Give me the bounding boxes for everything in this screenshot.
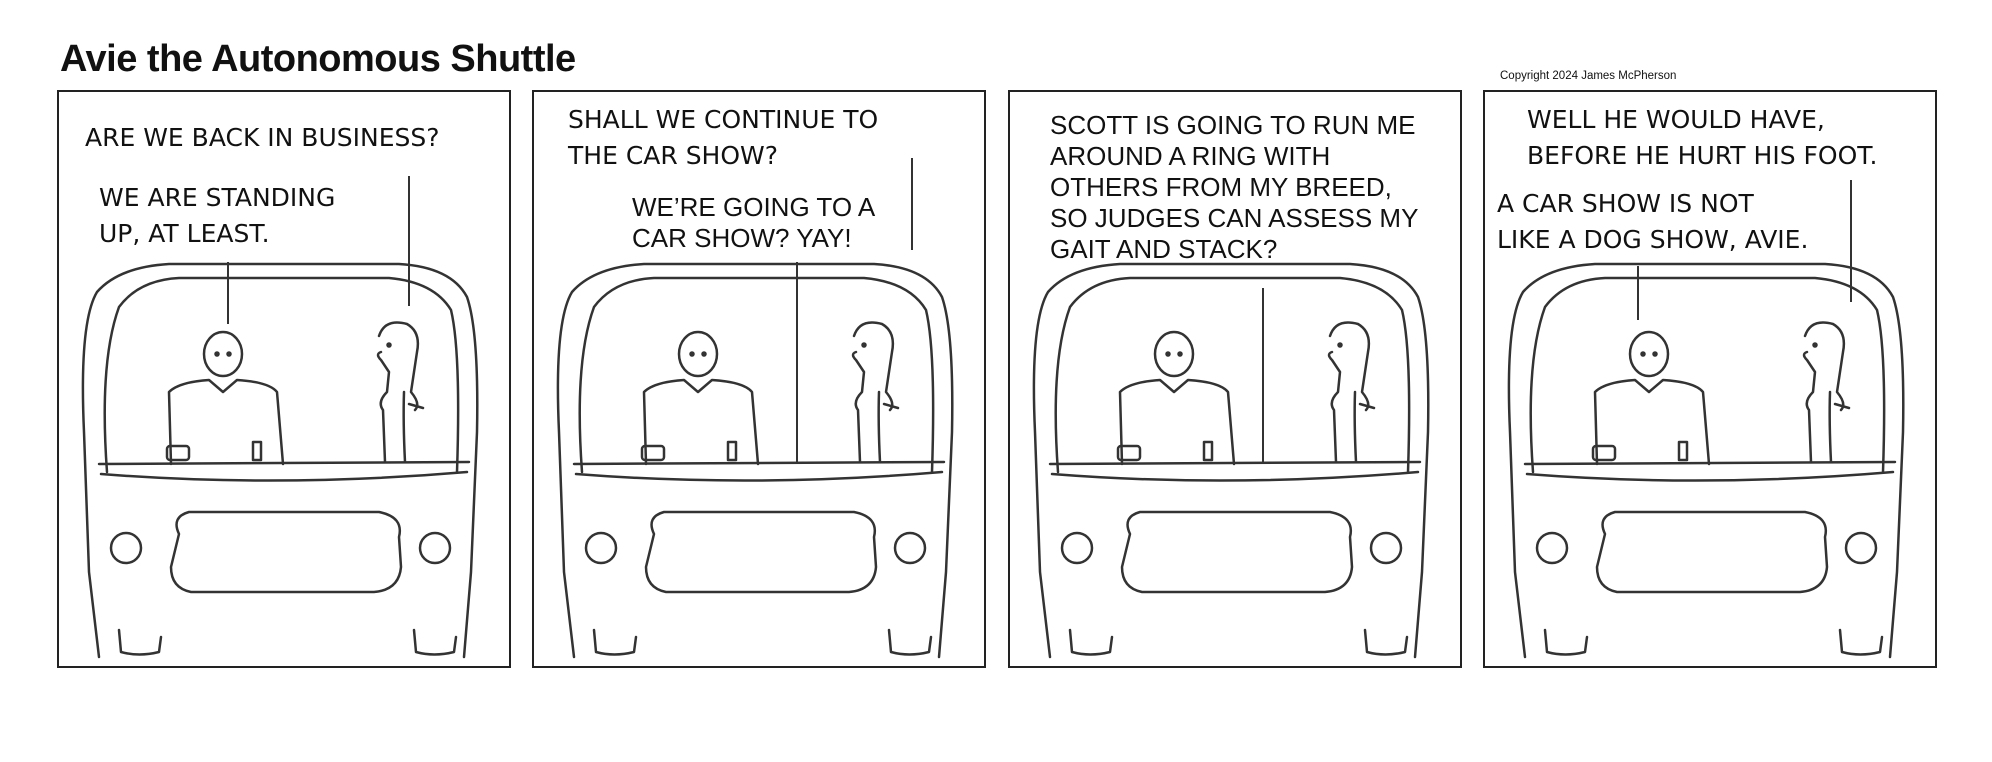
scott-figure [1116,330,1236,466]
speech-tail [1262,288,1264,462]
avie-figure [851,321,900,464]
shuttle-body [556,262,954,659]
grille [169,510,403,594]
wheel-left [1543,628,1589,656]
comic-panel-2: SHALL WE CONTINUE TO THE CAR SHOW? WE’RE… [532,90,986,668]
headlight-left [109,531,143,565]
shuttle-illustration [1032,262,1430,659]
speech-text-avie: ARE WE BACK IN BUSINESS? [85,123,440,152]
comic-panel-4: WELL HE WOULD HAVE, BEFORE HE HURT HIS F… [1483,90,1937,668]
wheel-left [1068,628,1114,656]
speech-text-avie: WE’RE GOING TO A CAR SHOW? YAY! [632,192,876,253]
speech-tail [1850,180,1852,302]
shuttle-body [1507,262,1905,659]
shuttle-illustration [81,262,479,659]
speech-tail [796,262,798,462]
headlight-right [418,531,452,565]
windshield [1054,276,1411,474]
wheel-right [1363,628,1409,656]
speech-tail [227,262,229,324]
windshield [578,276,935,474]
shuttle-illustration [1507,262,1905,659]
speech-tail [408,176,410,306]
headlight-left [1060,531,1094,565]
wheel-left [592,628,638,656]
copyright-notice: Copyright 2024 James McPherson [1500,70,1677,82]
dashboard [1523,460,1897,482]
wheel-right [887,628,933,656]
dashboard [1048,460,1422,482]
windshield [103,276,460,474]
comic-panel-3: SCOTT IS GOING TO RUN ME AROUND A RING W… [1008,90,1462,668]
scott-figure [165,330,285,466]
shuttle-illustration [556,262,954,659]
speech-text-scott: A CAR SHOW IS NOT LIKE A DOG SHOW, AVIE. [1497,189,1809,254]
wheel-right [412,628,458,656]
avie-figure [376,321,425,464]
windshield [1529,276,1886,474]
wheel-right [1838,628,1884,656]
scott-figure [1591,330,1711,466]
speech-text-avie: SCOTT IS GOING TO RUN ME AROUND A RING W… [1050,110,1419,264]
scott-figure [640,330,760,466]
comic-title: Avie the Autonomous Shuttle [60,38,576,80]
shuttle-body [1032,262,1430,659]
headlight-right [1844,531,1878,565]
shuttle-body [81,262,479,659]
avie-figure [1327,321,1376,464]
speech-text-scott: SHALL WE CONTINUE TO THE CAR SHOW? [568,105,879,170]
headlight-right [1369,531,1403,565]
dashboard [572,460,946,482]
grille [1120,510,1354,594]
speech-tail [1637,266,1639,320]
comic-panel-1: ARE WE BACK IN BUSINESS? WE ARE STANDING… [57,90,511,668]
speech-text-scott: WELL HE WOULD HAVE, BEFORE HE HURT HIS F… [1527,105,1878,170]
headlight-left [1535,531,1569,565]
dashboard [97,460,471,482]
grille [1595,510,1829,594]
grille [644,510,878,594]
speech-text-scott: WE ARE STANDING UP, AT LEAST. [99,183,336,248]
headlight-left [584,531,618,565]
headlight-right [893,531,927,565]
speech-tail [911,158,913,250]
avie-figure [1802,321,1851,464]
wheel-left [117,628,163,656]
